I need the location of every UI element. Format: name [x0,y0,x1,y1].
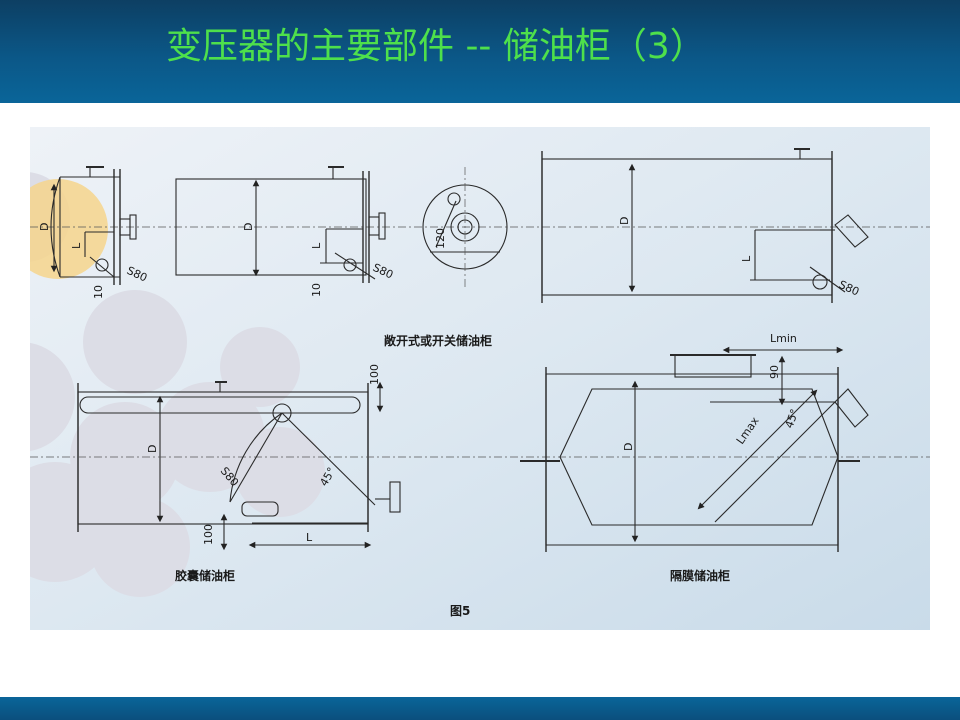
diaphragm-conservator-drawing [520,346,869,552]
highlight-circle [30,179,108,279]
capsule-conservator-drawing [30,381,930,551]
label-d-4: D [146,445,159,453]
label-l-2: L [310,242,323,249]
slide-title: 变压器的主要部件 -- 储油柜（3） [166,26,706,67]
label-l-3: L [740,255,753,262]
label-10-2: 10 [310,283,323,297]
diagram-figure: D L 10 S80 D L 10 S80 120 D L S80 D 100 … [30,127,930,630]
open-conservator-side-view-small [30,166,930,285]
label-d-3: D [618,217,631,225]
figure-caption: 图5 [450,604,470,618]
label-45-2: 45° [783,407,802,430]
slide-header: 变压器的主要部件 -- 储油柜（3） [0,0,960,103]
label-d-1: D [38,223,51,231]
label-100-top: 100 [368,364,381,385]
open-conservator-side-view-main [541,148,869,303]
label-l-1: L [70,242,83,249]
label-lmin: Lmin [770,332,797,345]
conservator-end-view [422,167,508,287]
label-d-2: D [242,223,255,231]
label-90: 90 [768,365,781,379]
caption-capsule-conservator: 胶囊储油柜 [175,568,235,583]
label-d-5: D [622,443,635,451]
decorative-circles [30,172,325,597]
label-100-bottom: 100 [202,524,215,545]
slide-footer [0,697,960,720]
label-10-1: 10 [92,285,105,299]
caption-open-conservator: 敞开式或开关储油柜 [384,333,492,348]
caption-diaphragm-conservator: 隔膜储油柜 [670,568,730,583]
open-conservator-side-view-large [175,166,386,283]
label-l-4: L [306,531,313,544]
label-120: 120 [434,228,447,249]
diagram-svg: D L 10 S80 D L 10 S80 120 D L S80 D 100 … [30,127,930,630]
